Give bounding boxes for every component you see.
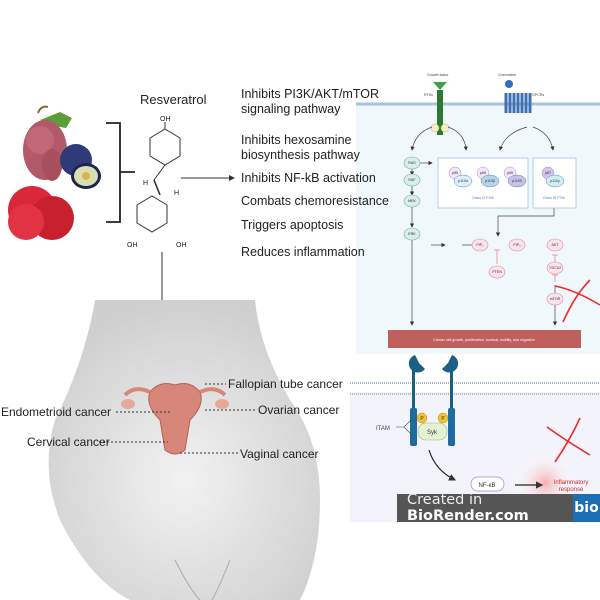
raspberry-icon <box>8 186 74 240</box>
receptor-right-icon <box>442 355 459 373</box>
effect-item: Combats chemoresistance <box>241 194 389 208</box>
outcome-label: Cancer cell growth, proliferation, survi… <box>433 338 534 342</box>
subunit-p87: p87 <box>545 171 551 175</box>
node-tsc: TSC1/2 <box>549 266 561 270</box>
subunit-p85: p85 <box>507 171 513 175</box>
label-endometrioid-cancer: Endometrioid cancer <box>1 405 111 419</box>
blueberry-icon <box>60 144 101 189</box>
female-body-illustration <box>48 300 321 600</box>
node-pip3: PIP₃ <box>513 243 521 247</box>
rtks-label: RTKs <box>424 93 433 97</box>
subunit-p85: p85 <box>480 171 486 175</box>
subunit-p85: p85 <box>452 171 458 175</box>
chemokine-icon <box>505 80 513 88</box>
fruits-illustration <box>8 105 101 240</box>
node-ras: RAS <box>408 161 416 165</box>
node-erk: ERK <box>408 232 416 236</box>
syk-label: Syk <box>427 430 438 436</box>
node-mtor: mTOR <box>550 297 561 301</box>
subunit-p110d: p110δ <box>512 179 522 183</box>
nfkb-node <box>470 476 505 492</box>
subunit-p110a: p110α <box>458 179 468 183</box>
chemokine-label: Chemokine <box>498 73 516 77</box>
label-cervical-cancer: Cervical cancer <box>27 435 110 449</box>
inflammatory-label: Inflammatory <box>554 480 589 486</box>
resveratrol-structure <box>136 122 181 233</box>
growth-factor-icon <box>433 82 447 90</box>
rtk-receptor <box>437 90 443 135</box>
phosphate-label: P <box>441 416 445 422</box>
itam-label: ITAM <box>376 426 390 432</box>
phosphate-label: P <box>420 416 424 422</box>
node-mek: MEK <box>408 199 416 203</box>
effect-item: Inhibits NF-kB activation <box>241 171 376 185</box>
compound-title: Resveratrol <box>140 92 207 107</box>
oh-top-label: OH <box>160 116 171 123</box>
inhibition-cross-icon <box>554 279 600 323</box>
response-label: response <box>559 487 584 493</box>
node-pten: PTEN <box>492 270 502 274</box>
bracket <box>106 122 135 223</box>
label-vaginal-cancer: Vaginal cancer <box>240 447 319 461</box>
subunit-p110g: p110γ <box>550 179 560 183</box>
grapes-icon <box>23 105 72 181</box>
effect-item: Inhibits PI3K/AKT/mTOR <box>241 87 379 101</box>
syk-icon <box>417 422 448 441</box>
subunit-p110b: p110β <box>485 179 495 183</box>
label-ovarian-cancer: Ovarian cancer <box>258 403 339 417</box>
h-label-1: H <box>143 180 148 187</box>
node-pip2: PIP₂ <box>476 243 484 247</box>
growth-factor-label: Growth factor <box>427 73 449 77</box>
class-ib-label: Class IB PI3K <box>543 196 566 200</box>
gpcrs-label: GPCRs <box>532 93 544 97</box>
node-raf: RAF <box>408 178 416 182</box>
receptor-left-icon <box>408 355 425 373</box>
effect-item: signaling pathway <box>241 102 341 116</box>
biorender-watermark: Created in BioRender.com bio <box>397 492 600 524</box>
oh-right-label: OH <box>176 242 187 249</box>
outcome-bar <box>388 330 581 348</box>
inhibition-cross-icon <box>546 417 591 463</box>
nfkb-label: NF-κB <box>479 483 496 489</box>
effects-list: Inhibits PI3K/AKT/mTOR signaling pathway… <box>241 87 389 259</box>
label-fallopian-tube-cancer: Fallopian tube cancer <box>228 377 343 391</box>
effect-item: Reduces inflammation <box>241 245 365 259</box>
biorender-logo: bio <box>573 494 600 522</box>
watermark-text: Created in BioRender.com <box>407 492 529 524</box>
effect-item: Inhibits hexosamine <box>241 133 352 147</box>
node-akt: AKT <box>552 243 560 247</box>
effect-item: Triggers apoptosis <box>241 218 343 232</box>
effect-item: biosynthesis pathway <box>241 148 361 162</box>
pi3k-pathway-panel: Growth factor RTKs Chemokine GPCRs <box>356 73 600 354</box>
h-label-2: H <box>174 190 179 197</box>
oh-left-label: OH <box>127 242 138 249</box>
class-ia-label: Class IA PI3K <box>472 196 495 200</box>
gpcr-receptor <box>504 93 532 113</box>
uterus-icon <box>121 383 229 455</box>
